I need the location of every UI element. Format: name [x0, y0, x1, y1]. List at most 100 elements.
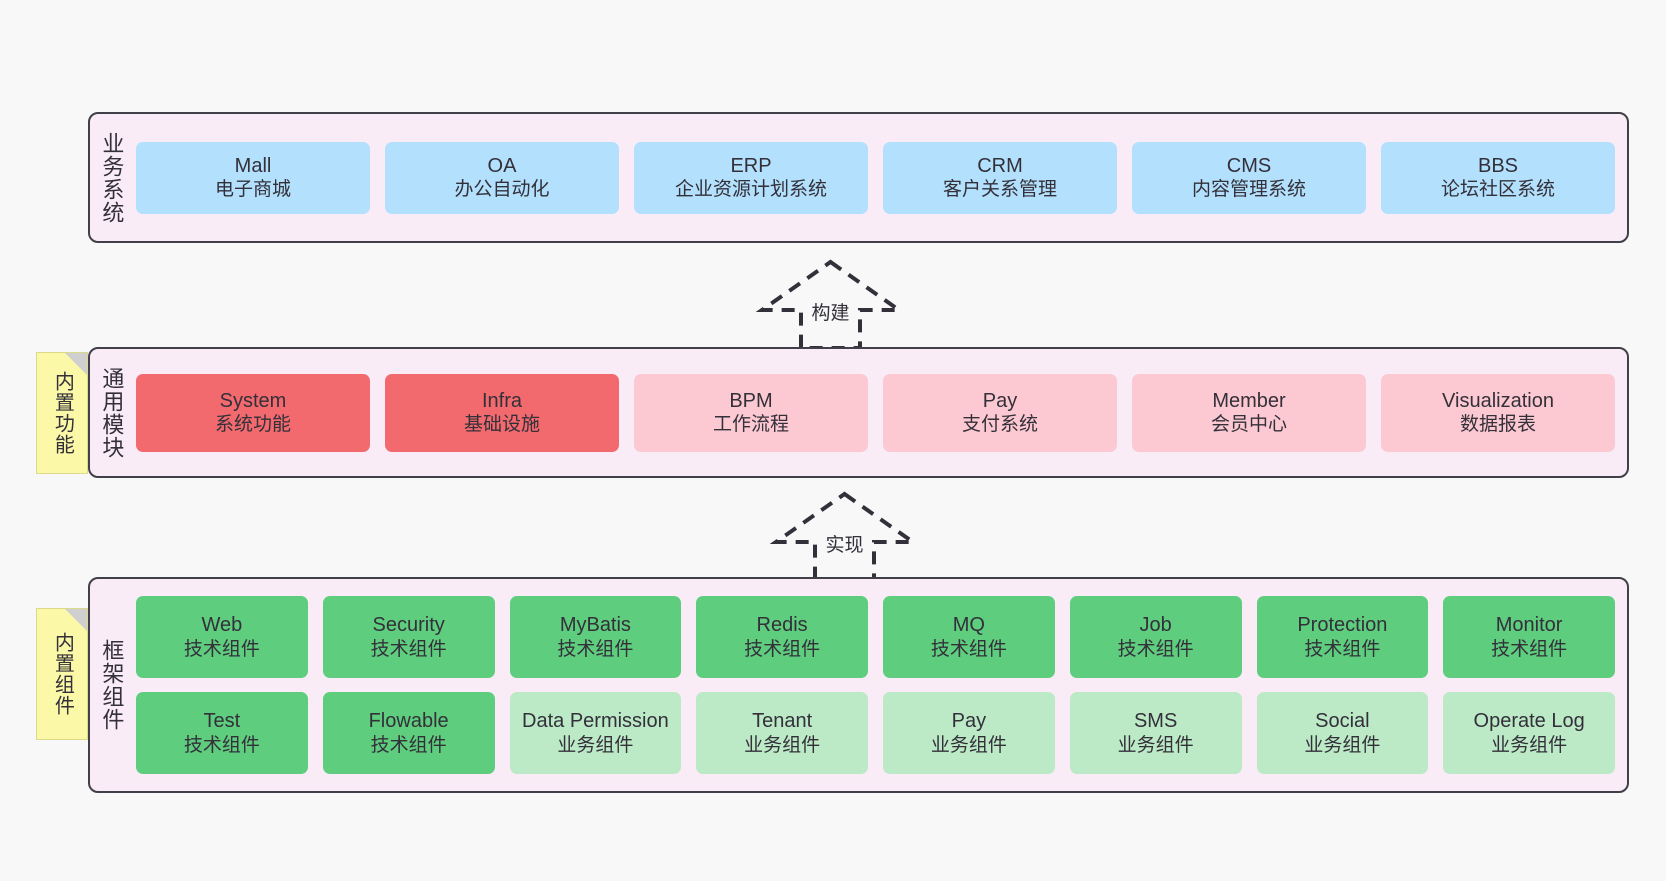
- layer-business-systems: 业务系统 Mall 电子商城 OA 办公自动化 ERP 企业资源计划系统 CRM…: [88, 112, 1629, 243]
- card-member-desc: 会员中心: [1210, 414, 1287, 436]
- card-mall-desc: 电子商城: [214, 179, 291, 201]
- note-builtin-features: 内置功能: [36, 352, 88, 474]
- card-data-permission-desc: 业务组件: [557, 734, 634, 756]
- note-fold-corner-icon: [65, 609, 87, 631]
- card-pay-module-desc: 支付系统: [961, 414, 1038, 436]
- card-data-permission[interactable]: Data Permission 业务组件: [509, 692, 682, 774]
- card-system[interactable]: System 系统功能: [136, 373, 370, 452]
- card-pay-component-name: Pay: [951, 710, 987, 733]
- layer-framework-components-title: 框架组件: [99, 639, 125, 731]
- card-erp[interactable]: ERP 企业资源计划系统: [634, 141, 868, 214]
- card-security-name: Security: [372, 614, 445, 637]
- card-web-desc: 技术组件: [183, 638, 260, 660]
- card-security[interactable]: Security 技术组件: [322, 596, 495, 678]
- card-sms-desc: 业务组件: [1117, 734, 1194, 756]
- connector-implement: 实现: [769, 490, 920, 582]
- card-monitor-desc: 技术组件: [1491, 638, 1568, 660]
- card-crm[interactable]: CRM 客户关系管理: [883, 141, 1117, 214]
- card-pay-module[interactable]: Pay 支付系统: [883, 373, 1117, 452]
- card-mybatis-name: MyBatis: [559, 614, 631, 637]
- note-builtin-components: 内置组件: [36, 608, 88, 740]
- layer-business-systems-title: 业务系统: [99, 131, 125, 224]
- card-redis-desc: 技术组件: [744, 638, 821, 660]
- card-tenant-name: Tenant: [752, 710, 813, 733]
- card-pay-module-name: Pay: [982, 389, 1018, 412]
- card-bbs[interactable]: BBS 论坛社区系统: [1381, 141, 1615, 214]
- card-system-name: System: [219, 389, 287, 412]
- layer-common-modules-row: System 系统功能 Infra 基础设施 BPM 工作流程 Pay 支付系统…: [136, 373, 1615, 452]
- card-mall[interactable]: Mall 电子商城: [136, 141, 370, 214]
- layer-framework-components-row-tech: Web 技术组件 Security 技术组件 MyBatis 技术组件 Redi…: [136, 596, 1615, 678]
- card-test-desc: 技术组件: [183, 734, 260, 756]
- card-oa-desc: 办公自动化: [454, 179, 550, 201]
- card-visualization-name: Visualization: [1442, 389, 1554, 412]
- card-mq[interactable]: MQ 技术组件: [883, 596, 1055, 678]
- card-mybatis[interactable]: MyBatis 技术组件: [509, 596, 682, 678]
- card-flowable-desc: 技术组件: [370, 734, 447, 756]
- layer-framework-components-body: Web 技术组件 Security 技术组件 MyBatis 技术组件 Redi…: [132, 579, 1627, 791]
- card-mybatis-desc: 技术组件: [557, 638, 634, 660]
- card-cms-name: CMS: [1226, 154, 1272, 177]
- card-protection-name: Protection: [1297, 614, 1388, 637]
- layer-common-modules-body: System 系统功能 Infra 基础设施 BPM 工作流程 Pay 支付系统…: [132, 349, 1627, 476]
- card-oa[interactable]: OA 办公自动化: [385, 141, 619, 214]
- card-web-name: Web: [201, 614, 243, 637]
- card-member-name: Member: [1212, 389, 1286, 412]
- card-operate-log-desc: 业务组件: [1491, 734, 1568, 756]
- layer-common-modules-title: 通用模块: [99, 366, 125, 459]
- card-monitor[interactable]: Monitor 技术组件: [1443, 596, 1615, 678]
- card-mall-name: Mall: [234, 154, 272, 177]
- card-erp-name: ERP: [730, 154, 772, 177]
- note-fold-corner-icon: [65, 353, 87, 375]
- card-test[interactable]: Test 技术组件: [136, 692, 308, 774]
- card-crm-name: CRM: [977, 154, 1023, 177]
- card-job[interactable]: Job 技术组件: [1069, 596, 1242, 678]
- hollow-dashed-arrow-up-icon: [755, 259, 906, 350]
- card-bbs-desc: 论坛社区系统: [1440, 179, 1555, 201]
- card-operate-log[interactable]: Operate Log 业务组件: [1443, 692, 1615, 774]
- card-tenant-desc: 业务组件: [744, 734, 821, 756]
- card-redis-name: Redis: [756, 614, 808, 637]
- card-flowable[interactable]: Flowable 技术组件: [322, 692, 495, 774]
- card-flowable-name: Flowable: [368, 710, 449, 733]
- note-builtin-features-label: 内置功能: [51, 371, 74, 455]
- card-system-desc: 系统功能: [214, 414, 291, 436]
- note-builtin-components-label: 内置组件: [51, 632, 74, 716]
- card-pay-component[interactable]: Pay 业务组件: [883, 692, 1055, 774]
- card-test-name: Test: [203, 710, 241, 733]
- card-social-desc: 业务组件: [1304, 734, 1381, 756]
- card-protection[interactable]: Protection 技术组件: [1256, 596, 1429, 678]
- card-monitor-name: Monitor: [1495, 614, 1563, 637]
- card-social[interactable]: Social 业务组件: [1256, 692, 1429, 774]
- card-redis[interactable]: Redis 技术组件: [696, 596, 868, 678]
- card-bbs-name: BBS: [1477, 154, 1519, 177]
- card-infra-desc: 基础设施: [463, 414, 540, 436]
- card-cms[interactable]: CMS 内容管理系统: [1132, 141, 1366, 214]
- card-visualization-desc: 数据报表: [1459, 414, 1536, 436]
- card-job-name: Job: [1139, 614, 1172, 637]
- card-sms[interactable]: SMS 业务组件: [1069, 692, 1242, 774]
- hollow-dashed-arrow-up-icon: [769, 491, 920, 582]
- layer-business-systems-body: Mall 电子商城 OA 办公自动化 ERP 企业资源计划系统 CRM 客户关系…: [132, 114, 1627, 241]
- card-bpm[interactable]: BPM 工作流程: [634, 373, 868, 452]
- card-pay-component-desc: 业务组件: [930, 734, 1007, 756]
- card-security-desc: 技术组件: [370, 638, 447, 660]
- card-mq-desc: 技术组件: [930, 638, 1007, 660]
- card-data-permission-name: Data Permission: [522, 710, 669, 733]
- card-erp-desc: 企业资源计划系统: [674, 179, 827, 201]
- card-member[interactable]: Member 会员中心: [1132, 373, 1366, 452]
- card-social-name: Social: [1315, 710, 1370, 733]
- card-operate-log-name: Operate Log: [1473, 710, 1585, 733]
- card-infra[interactable]: Infra 基础设施: [385, 373, 619, 452]
- layer-business-systems-row: Mall 电子商城 OA 办公自动化 ERP 企业资源计划系统 CRM 客户关系…: [136, 141, 1615, 214]
- card-infra-name: Infra: [481, 389, 523, 412]
- card-job-desc: 技术组件: [1117, 638, 1194, 660]
- connector-build: 构建: [755, 258, 906, 350]
- card-bpm-name: BPM: [729, 389, 773, 412]
- card-tenant[interactable]: Tenant 业务组件: [696, 692, 868, 774]
- card-web[interactable]: Web 技术组件: [136, 596, 308, 678]
- card-crm-desc: 客户关系管理: [942, 179, 1057, 201]
- card-visualization[interactable]: Visualization 数据报表: [1381, 373, 1615, 452]
- card-cms-desc: 内容管理系统: [1191, 179, 1306, 201]
